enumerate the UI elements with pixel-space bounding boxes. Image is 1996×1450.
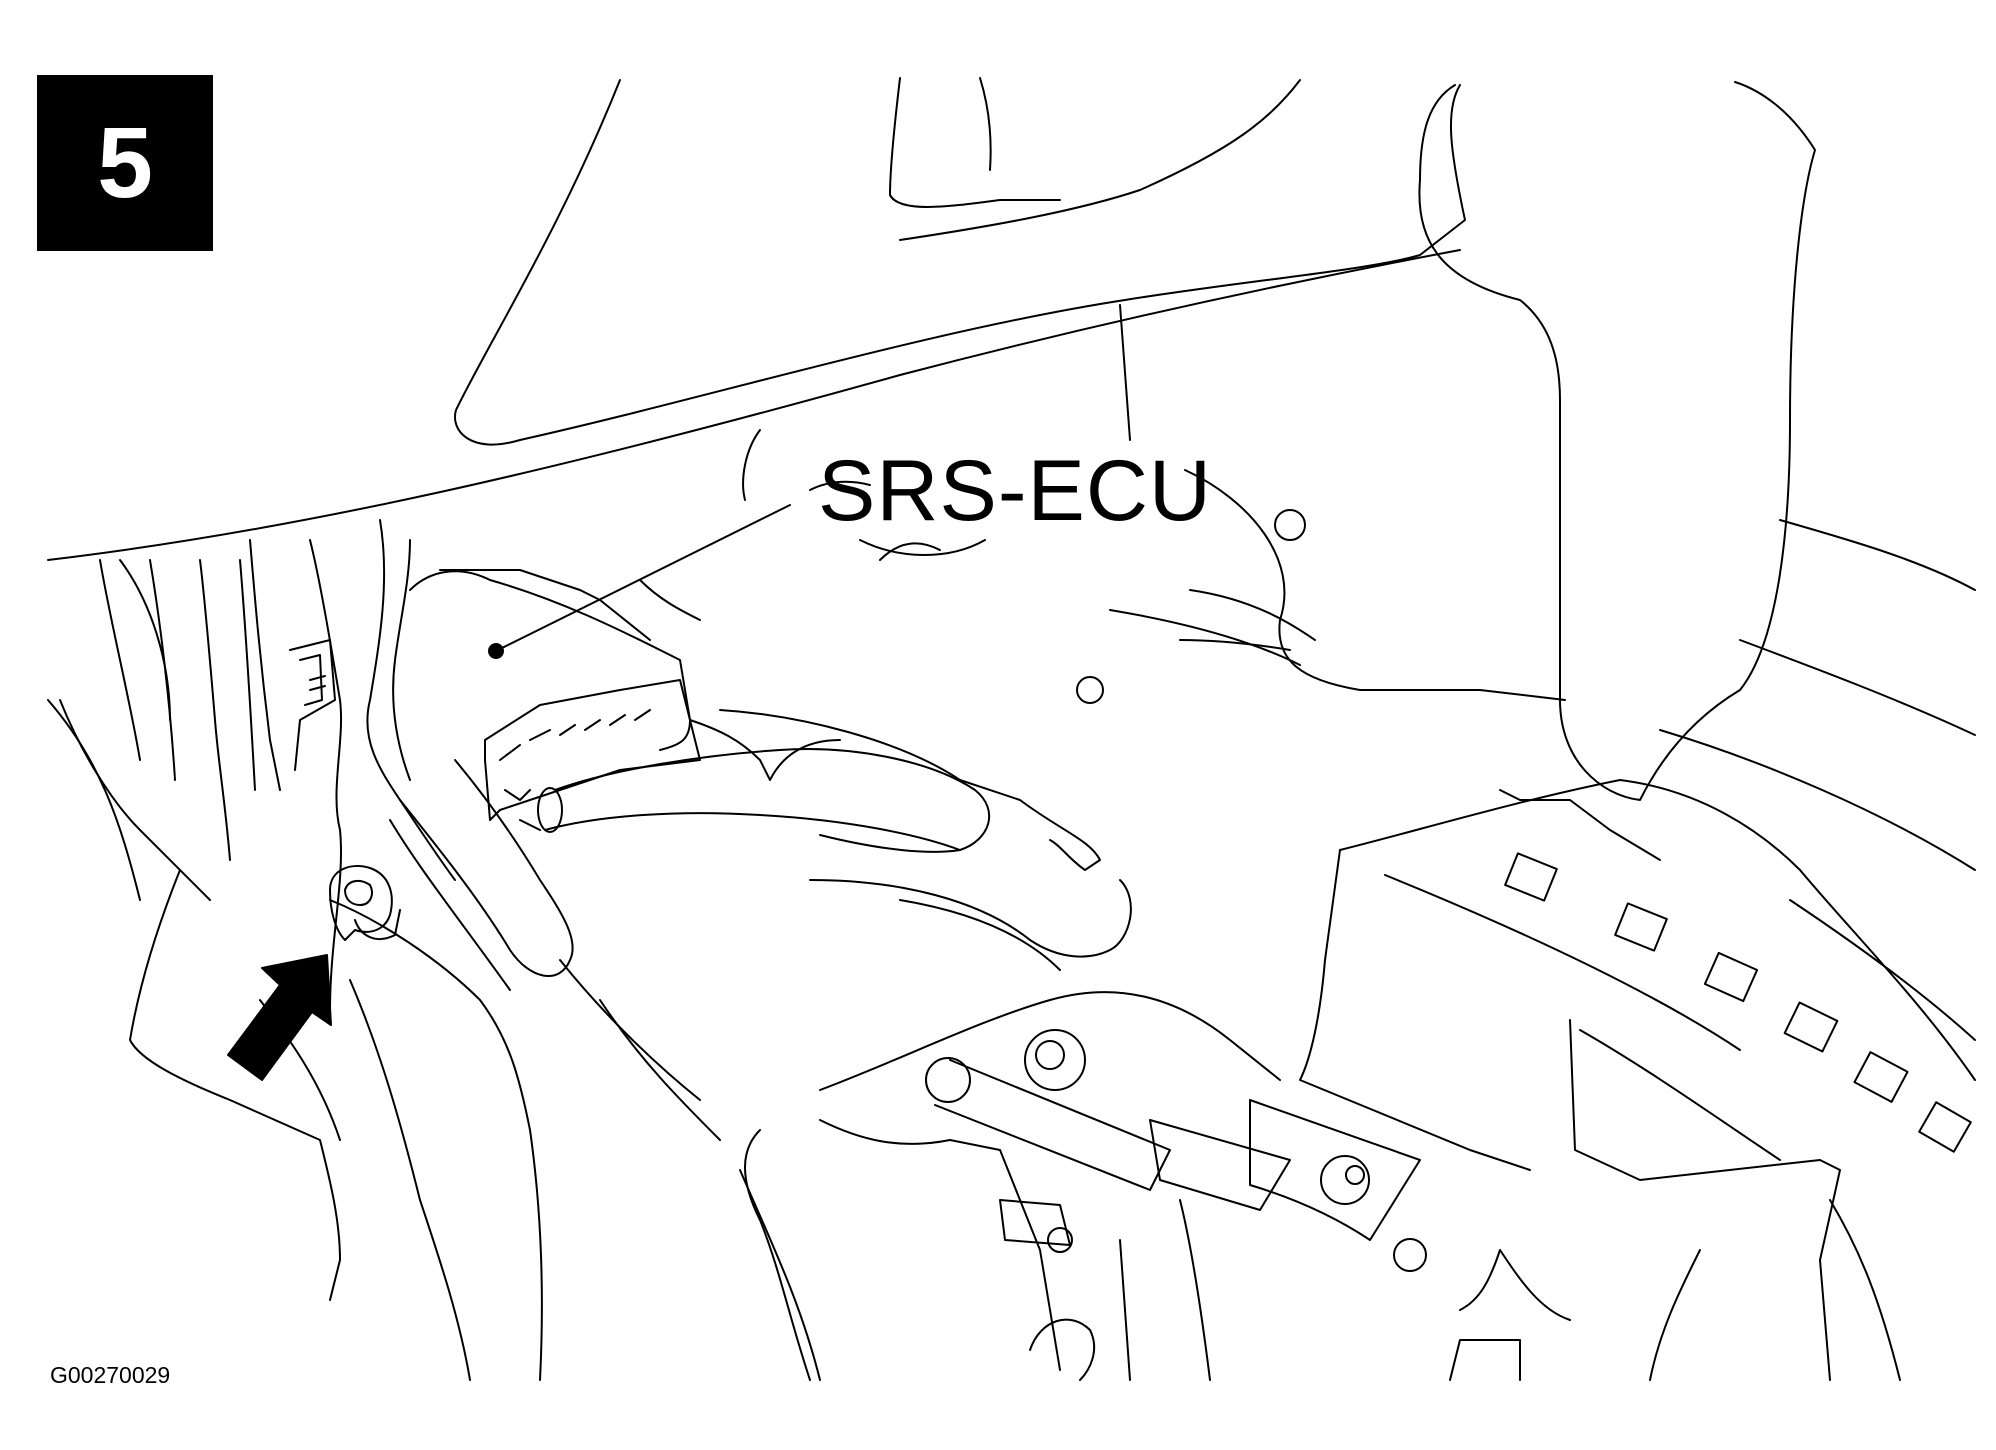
ground-bolt-outline [329,865,393,941]
lower-ellipse [1029,1318,1096,1381]
figure-id: G00270029 [50,1362,171,1388]
ground-bolt-inner [344,879,373,906]
left-vertical-4 [239,559,256,791]
floor-line-2 [599,999,721,1141]
mid-contour-1 [742,429,761,501]
harness-tube-top [554,748,991,853]
left-bracket [289,639,336,771]
step-number-badge: 5 [37,75,213,251]
ground-terminal [354,909,401,940]
harness-upper [719,709,1101,871]
console-upper-line [1779,519,1976,591]
ecu-connector [484,679,701,821]
bolt-lower [1320,1155,1370,1205]
ecu-top [439,569,651,641]
mid-contour-5 [639,579,701,621]
lower-contour-2 [744,1129,811,1381]
console-body [1299,849,1531,1171]
shifter-slot-inner [1579,1029,1781,1161]
switch-1 [1504,852,1558,902]
rod [934,1059,1171,1191]
ecu-side [689,719,841,781]
ecu-body [409,570,691,751]
lower-housing-3 [1119,1239,1131,1381]
floor-bolt [1047,1227,1073,1253]
screw-upper [1274,509,1306,541]
switch-4 [1783,1001,1839,1053]
harness-tube-end [537,787,563,833]
a-pillar-right [1418,81,1816,801]
callout-leader-line [495,504,791,652]
console-trim-line [1384,874,1741,1051]
harness-lower-2 [899,899,1061,971]
vent-top-right [899,79,1301,241]
lower-left-panel-2 [349,979,471,1381]
switch-2 [1614,902,1668,952]
console-rail-lower [1789,899,1976,1041]
console-side [1739,639,1976,736]
floor-bracket-lower [1449,1339,1521,1381]
left-vertical-2 [149,559,176,781]
shifter-slot [1569,1019,1841,1381]
left-vertical-1 [99,559,141,761]
floor-line-3 [559,959,701,1101]
harness-lower [809,879,1132,958]
ecu-connector-pins [499,709,651,761]
screw-lower [1076,676,1104,704]
mid-contour-4 [809,480,871,491]
left-column [309,539,343,1011]
callout-leader-dot [488,643,504,659]
center-post [366,519,456,881]
floor-bolt-2 [1393,1238,1427,1272]
mount-bracket [1249,1099,1421,1241]
glovebox-outline [1184,469,1566,701]
switch-3 [1703,951,1759,1003]
mid-contour-2 [879,542,941,561]
lower-contour-3 [1649,1249,1701,1381]
lower-housing-2 [819,1119,1061,1371]
dash-panel-seam [1119,304,1131,441]
rod-end [925,1057,971,1103]
left-edge [47,699,141,901]
ground-arrow [227,954,332,1081]
bolt-upper [1024,1029,1086,1091]
lower-contour [1179,1199,1211,1381]
left-panel [129,869,341,1301]
mid-contour-3 [1179,639,1291,651]
glovebox-lower [1109,609,1301,666]
dash-lower-edge [47,249,1461,561]
floor-line [739,1169,821,1381]
harness-vertical-2 [389,819,511,991]
lower-contour-4 [1829,1199,1901,1381]
step-number: 5 [97,107,153,219]
bracket-hole [1345,1165,1365,1185]
harness-vertical [399,759,574,977]
bolt-upper-inner [1035,1040,1065,1070]
left-vertical-3 [199,559,231,861]
console-rail [1659,729,1976,871]
left-column-2 [249,539,281,791]
switch-frame [1499,789,1661,861]
console-top [1339,779,1976,1081]
vent-top-left [889,77,1061,208]
dash-upper-edge [454,79,1466,446]
lower-left-panel [329,899,543,1381]
ecu-connector-lock [504,789,541,831]
vent-top-mid [979,77,992,171]
center-post-2 [392,539,411,781]
lower-housing [819,991,1281,1091]
left-top-contour [119,559,171,721]
left-bracket-rib [309,675,326,691]
floor-rib [1459,1249,1571,1321]
srs-ecu-callout-label: SRS-ECU [818,443,1213,539]
upper-contour [859,539,986,556]
bracket-arm [1149,1119,1291,1211]
switch-5 [1853,1051,1909,1103]
glovebox-seam [1189,589,1316,641]
switch-6 [1918,1101,1972,1153]
harness-tube-bottom [544,812,961,851]
